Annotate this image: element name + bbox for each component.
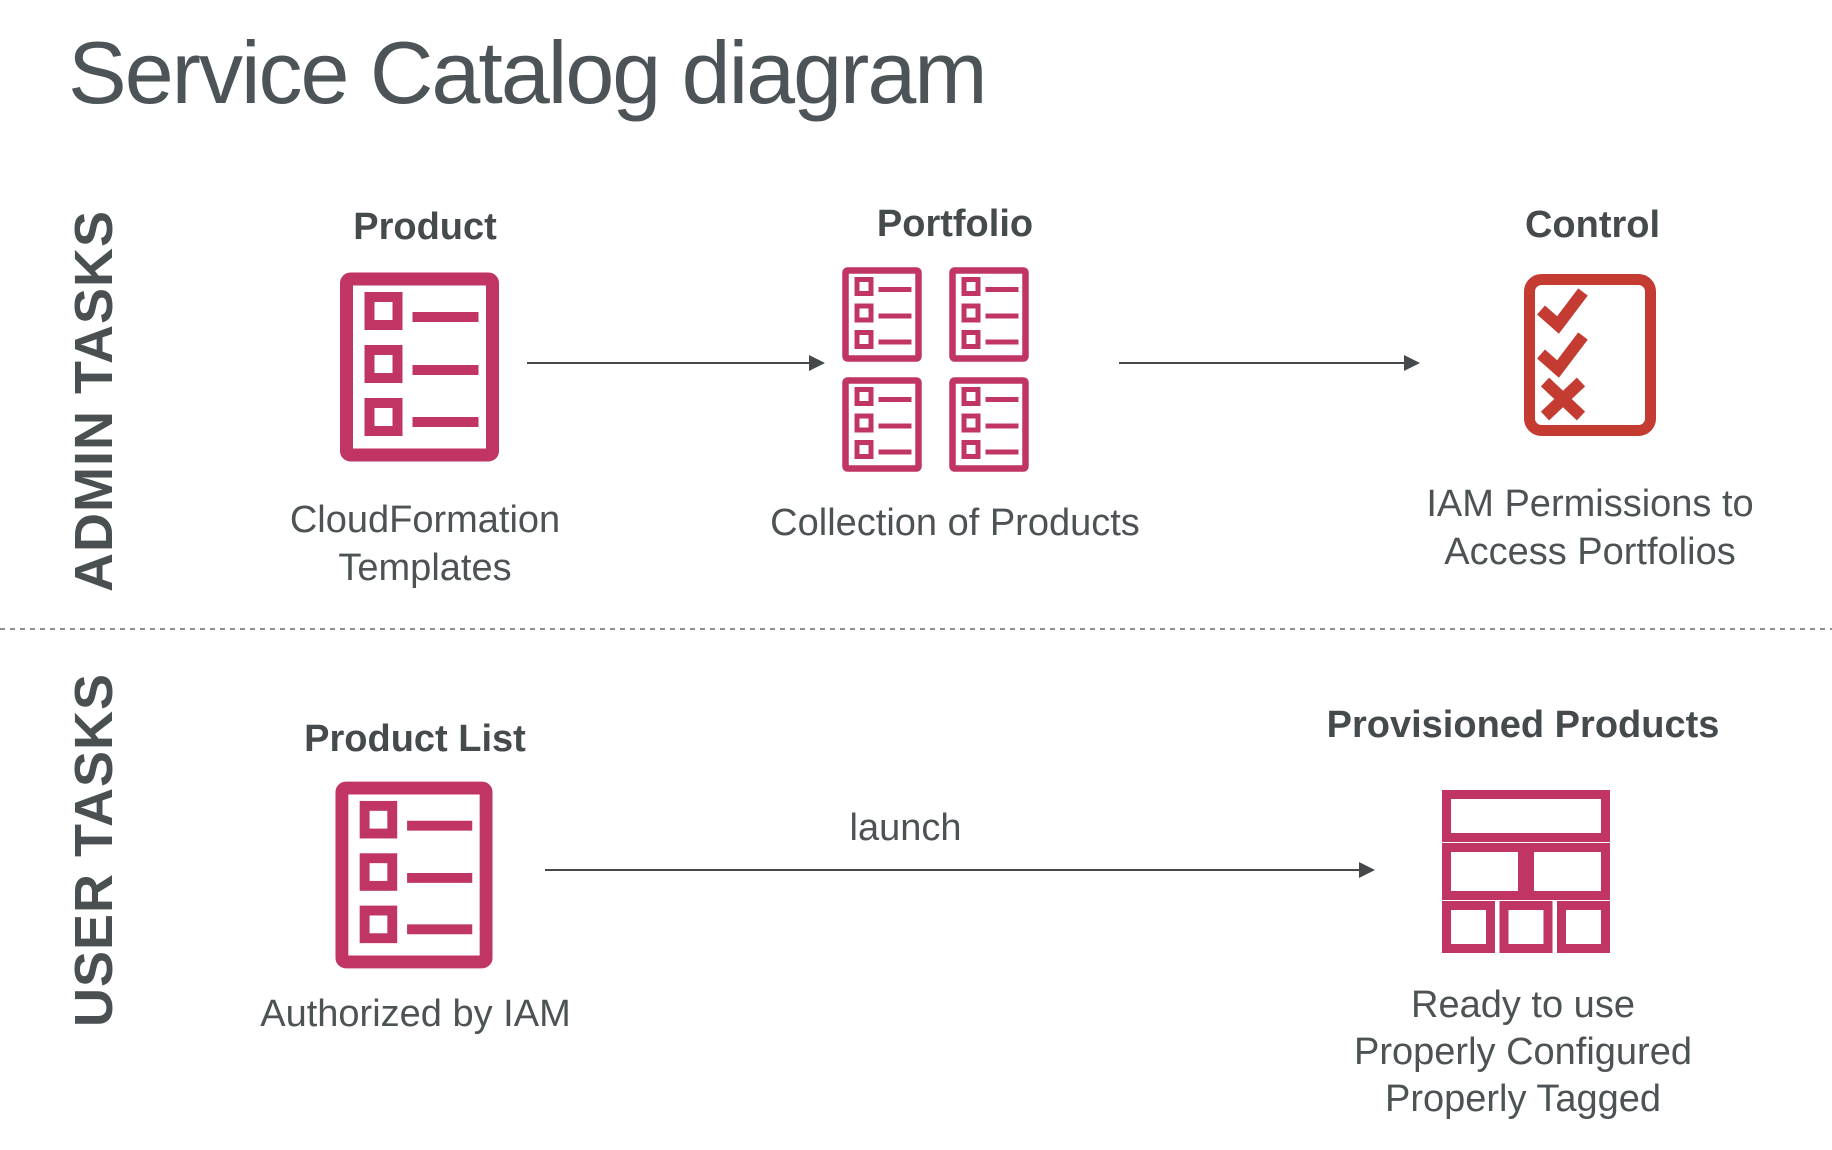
portfolio-grid-icon bbox=[840, 267, 1031, 472]
product-list-label: Product List bbox=[304, 718, 526, 760]
mini-list-icon bbox=[947, 377, 1031, 472]
mini-list-icon bbox=[840, 377, 924, 472]
product-list-caption: Authorized by IAM bbox=[260, 993, 571, 1035]
arrow-portfolio-to-control bbox=[1119, 355, 1420, 371]
provisioned-bricks-icon bbox=[1442, 790, 1610, 953]
portfolio-label: Portfolio bbox=[876, 203, 1034, 245]
arrowhead-icon bbox=[1359, 862, 1375, 878]
arrowhead-icon bbox=[809, 355, 825, 371]
product-list-list-icon bbox=[335, 780, 493, 970]
mini-list-icon bbox=[840, 267, 924, 362]
mini-list-icon bbox=[947, 267, 1031, 362]
provisioned-products-label: Provisioned Products bbox=[1326, 704, 1720, 746]
section-divider bbox=[0, 628, 1832, 630]
control-label: Control bbox=[1524, 204, 1661, 246]
arrowhead-icon bbox=[1404, 355, 1420, 371]
portfolio-caption: Collection of Products bbox=[770, 502, 1140, 544]
arrow-launch bbox=[545, 862, 1375, 878]
user-tasks-section-label: USER TASKS bbox=[64, 673, 124, 1028]
page-title: Service Catalog diagram bbox=[68, 23, 988, 122]
admin-tasks-section-label: ADMIN TASKS bbox=[64, 209, 124, 592]
arrow-product-to-portfolio bbox=[527, 355, 825, 371]
control-caption: IAM Permissions to Access Portfolios bbox=[1426, 483, 1754, 573]
product-caption: CloudFormation Templates bbox=[289, 499, 561, 589]
product-list-icon bbox=[339, 272, 500, 462]
launch-arrow-label: launch bbox=[849, 807, 962, 849]
control-checklist-icon bbox=[1523, 273, 1657, 437]
provisioned-caption: Ready to use Properly Configured Properl… bbox=[1354, 984, 1692, 1120]
product-label: Product bbox=[353, 206, 497, 248]
